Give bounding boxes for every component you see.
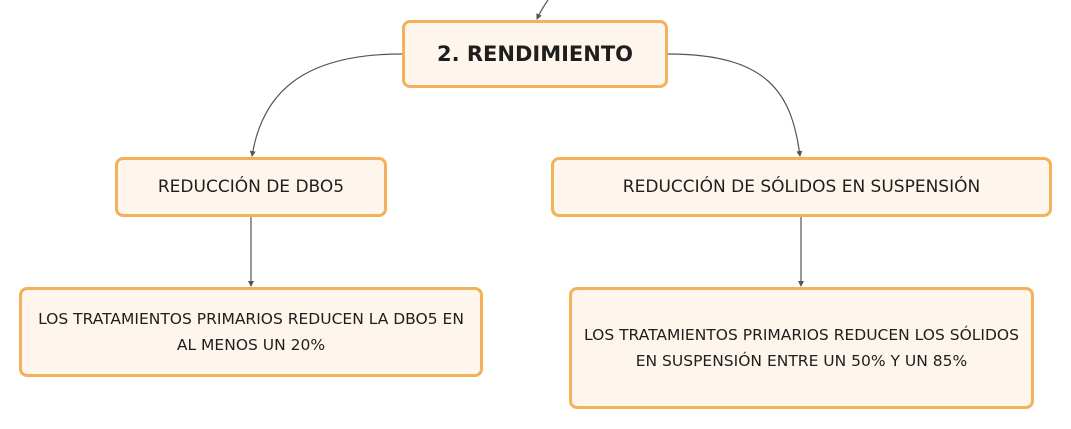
root-node-label: 2. RENDIMIENTO (436, 42, 634, 66)
connector-from-parent (536, 0, 549, 20)
detail-node-solidos[interactable]: LOS TRATAMIENTOS PRIMARIOS REDUCEN LOS S… (569, 287, 1034, 409)
root-node-rendimiento[interactable]: 2. RENDIMIENTO (402, 20, 668, 88)
connector-root-to-solidos (667, 53, 803, 157)
detail-node-text: LOS TRATAMIENTOS PRIMARIOS REDUCEN LA DB… (38, 310, 464, 354)
branch-node-label: REDUCCIÓN DE SÓLIDOS EN SUSPENSIÓN (622, 177, 981, 197)
detail-node-text: LOS TRATAMIENTOS PRIMARIOS REDUCEN LOS S… (584, 326, 1019, 370)
branch-node-label: REDUCCIÓN DE DBO5 (157, 177, 345, 197)
connector-root-to-dbo5 (249, 53, 403, 157)
branch-node-reduccion-dbo5[interactable]: REDUCCIÓN DE DBO5 (115, 157, 387, 217)
branch-node-reduccion-solidos[interactable]: REDUCCIÓN DE SÓLIDOS EN SUSPENSIÓN (551, 157, 1052, 217)
detail-node-dbo5[interactable]: LOS TRATAMIENTOS PRIMARIOS REDUCEN LA DB… (19, 287, 483, 377)
